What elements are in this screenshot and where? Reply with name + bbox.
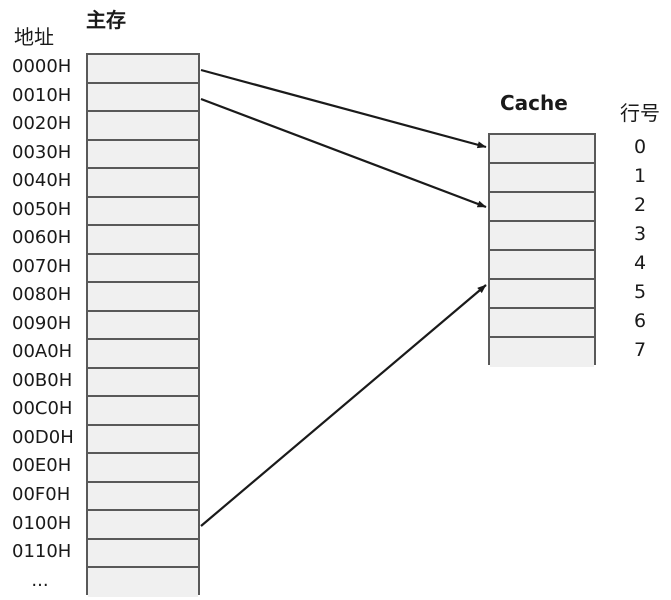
main-memory-block-cell [88, 112, 198, 141]
cache-line-number: 2 [633, 194, 647, 216]
cache-line-number: 4 [633, 252, 647, 274]
address-label: 0010H [12, 84, 72, 106]
cache-line-number: 0 [633, 136, 647, 158]
main-memory-block-cell [88, 425, 198, 455]
main-memory-title: 主存 [86, 8, 126, 32]
address-label: 0080H [12, 284, 72, 306]
main-memory-block-cell [88, 340, 198, 369]
cache-line-cell [490, 338, 594, 367]
main-memory-block-cell [88, 55, 198, 84]
cache-block [488, 133, 596, 367]
cache-line-cell [490, 164, 594, 193]
main-memory-block-cell [88, 482, 198, 512]
address-label: ... [31, 569, 49, 591]
address-label: 0030H [12, 141, 72, 163]
main-memory-block-cell [88, 140, 198, 170]
address-label: 0000H [12, 56, 72, 78]
address-label: 00C0H [12, 398, 73, 420]
main-memory-block-cell [88, 283, 198, 312]
mapping-arrow-0100H-to-line-5 [200, 284, 487, 527]
main-memory-block-cell [88, 226, 198, 255]
cache-line-cell [490, 222, 594, 251]
main-memory-block-cell [88, 368, 198, 398]
main-memory-block-cell [88, 539, 198, 569]
address-label: 0050H [12, 198, 72, 220]
address-label: 00E0H [12, 455, 72, 477]
main-memory-block-cell [88, 197, 198, 227]
cache-line-number-column: 0 1 2 3 4 5 6 7 [620, 133, 660, 365]
address-label: 0070H [12, 255, 72, 277]
address-label: 0100H [12, 512, 72, 534]
cache-line-cell [490, 135, 594, 164]
main-memory-block-cell [88, 511, 198, 540]
main-memory-block-cell [88, 169, 198, 198]
cache-title: Cache [500, 91, 568, 115]
address-label-column: 0000H 0010H 0020H 0030H 0040H 0050H 0060H 0070H… [8, 53, 82, 595]
main-memory-block-cell [88, 397, 198, 426]
main-memory-block-cell [88, 568, 198, 597]
address-label: 0060H [12, 227, 72, 249]
main-memory-block-cell [88, 454, 198, 483]
main-memory-block-cell [88, 254, 198, 284]
cache-line-number: 5 [633, 281, 647, 303]
main-memory-block-cell [88, 83, 198, 113]
cache-line-cell [490, 309, 594, 338]
address-label: 00A0H [12, 341, 73, 363]
line-number-column-header: 行号 [620, 101, 660, 125]
cache-line-cell [490, 193, 594, 222]
address-label: 0040H [12, 170, 72, 192]
cache-line-number: 3 [633, 223, 647, 245]
cache-line-number: 7 [633, 339, 647, 361]
address-label: 0020H [12, 113, 72, 135]
address-label: 0110H [12, 541, 72, 563]
cache-line-cell [490, 251, 594, 280]
mapping-arrow-0010H-to-line-2 [200, 97, 487, 209]
mapping-arrow-0000H-to-line-0 [200, 68, 487, 149]
address-label: 00F0H [12, 483, 71, 505]
main-memory-block-cell [88, 311, 198, 341]
address-label: 00B0H [12, 369, 73, 391]
cache-line-number: 6 [633, 310, 647, 332]
address-label: 0090H [12, 312, 72, 334]
address-label: 00D0H [12, 426, 74, 448]
cache-line-number: 1 [633, 165, 647, 187]
address-column-header: 地址 [14, 25, 54, 49]
cache-line-cell [490, 280, 594, 309]
main-memory-block [86, 53, 200, 597]
